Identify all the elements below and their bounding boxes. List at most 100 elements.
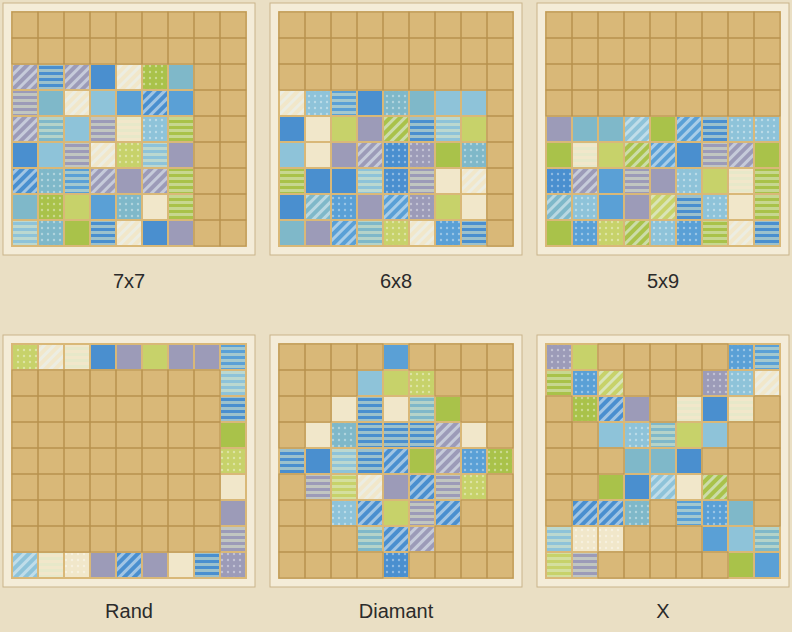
patch-tile bbox=[573, 371, 597, 395]
tile-pattern bbox=[677, 501, 701, 525]
empty-cell bbox=[331, 64, 357, 90]
patch-tile bbox=[547, 553, 571, 577]
patch-tile bbox=[599, 221, 623, 245]
patch-tile bbox=[384, 423, 408, 447]
empty-cell bbox=[168, 370, 194, 396]
empty-cell bbox=[279, 396, 305, 422]
empty-cell bbox=[12, 526, 38, 552]
board-label: Diamant bbox=[359, 600, 433, 623]
tile-pattern bbox=[384, 91, 408, 115]
empty-cell bbox=[168, 500, 194, 526]
empty-cell bbox=[90, 422, 116, 448]
patch-tile bbox=[143, 91, 167, 115]
empty-cell bbox=[461, 552, 487, 578]
patch-tile bbox=[117, 91, 141, 115]
patch-tile bbox=[573, 345, 597, 369]
empty-cell bbox=[116, 500, 142, 526]
empty-cell bbox=[754, 64, 780, 90]
tile-pattern bbox=[729, 117, 753, 141]
patch-tile bbox=[599, 195, 623, 219]
empty-cell bbox=[220, 194, 246, 220]
patch-tile bbox=[280, 449, 304, 473]
empty-cell bbox=[142, 500, 168, 526]
tile-pattern bbox=[13, 221, 37, 245]
patch-tile bbox=[729, 371, 753, 395]
empty-cell bbox=[546, 500, 572, 526]
tile-pattern bbox=[436, 117, 460, 141]
board-ground bbox=[545, 343, 781, 579]
empty-cell bbox=[435, 526, 461, 552]
tile-pattern bbox=[384, 449, 408, 473]
empty-cell bbox=[409, 12, 435, 38]
tile-pattern bbox=[384, 195, 408, 219]
empty-cell bbox=[461, 500, 487, 526]
patch-tile bbox=[384, 117, 408, 141]
tile-pattern bbox=[143, 65, 167, 89]
empty-cell bbox=[650, 526, 676, 552]
patch-tile bbox=[599, 423, 623, 447]
patch-tile bbox=[410, 371, 434, 395]
patch-tile bbox=[65, 221, 89, 245]
empty-cell bbox=[194, 370, 220, 396]
empty-cell bbox=[168, 474, 194, 500]
tile-pattern bbox=[280, 91, 304, 115]
tile-pattern bbox=[755, 169, 779, 193]
empty-cell bbox=[279, 64, 305, 90]
tile-pattern bbox=[384, 221, 408, 245]
patch-tile bbox=[358, 91, 382, 115]
patch-tile bbox=[410, 449, 434, 473]
empty-cell bbox=[220, 64, 246, 90]
tile-pattern bbox=[117, 221, 141, 245]
board-frame bbox=[3, 335, 255, 587]
empty-cell bbox=[305, 500, 331, 526]
empty-cell bbox=[598, 344, 624, 370]
empty-cell bbox=[357, 552, 383, 578]
tile-pattern bbox=[332, 221, 356, 245]
empty-cell bbox=[90, 526, 116, 552]
tile-pattern bbox=[625, 169, 649, 193]
empty-cell bbox=[90, 396, 116, 422]
board-frame bbox=[537, 3, 789, 255]
tile-pattern bbox=[677, 117, 701, 141]
tile-pattern bbox=[117, 65, 141, 89]
patch-tile bbox=[677, 423, 701, 447]
empty-cell bbox=[12, 396, 38, 422]
patch-tile bbox=[703, 169, 727, 193]
patch-tile bbox=[651, 423, 675, 447]
patch-tile bbox=[625, 221, 649, 245]
empty-cell bbox=[676, 552, 702, 578]
board-ground bbox=[545, 11, 781, 247]
patch-tile bbox=[65, 143, 89, 167]
empty-cell bbox=[12, 38, 38, 64]
patch-tile bbox=[573, 501, 597, 525]
patch-tile bbox=[573, 117, 597, 141]
patch-tile bbox=[221, 501, 245, 525]
empty-cell bbox=[624, 344, 650, 370]
patch-tile bbox=[143, 345, 167, 369]
patch-tile bbox=[410, 397, 434, 421]
tile-pattern bbox=[729, 371, 753, 395]
patch-tile bbox=[221, 449, 245, 473]
game-board bbox=[270, 335, 522, 587]
tile-pattern bbox=[280, 169, 304, 193]
patch-tile bbox=[221, 423, 245, 447]
empty-cell bbox=[461, 396, 487, 422]
tile-pattern bbox=[677, 195, 701, 219]
patch-tile bbox=[410, 91, 434, 115]
tile-pattern bbox=[358, 449, 382, 473]
empty-cell bbox=[194, 64, 220, 90]
patch-tile bbox=[703, 195, 727, 219]
empty-cell bbox=[220, 142, 246, 168]
patch-tile bbox=[332, 143, 356, 167]
tile-pattern bbox=[143, 91, 167, 115]
patch-tile bbox=[13, 221, 37, 245]
patch-tile bbox=[547, 143, 571, 167]
game-board bbox=[3, 3, 255, 255]
tile-pattern bbox=[65, 553, 89, 577]
empty-cell bbox=[728, 474, 754, 500]
patch-tile bbox=[280, 91, 304, 115]
empty-cell bbox=[754, 396, 780, 422]
tile-pattern bbox=[410, 117, 434, 141]
empty-cell bbox=[116, 448, 142, 474]
